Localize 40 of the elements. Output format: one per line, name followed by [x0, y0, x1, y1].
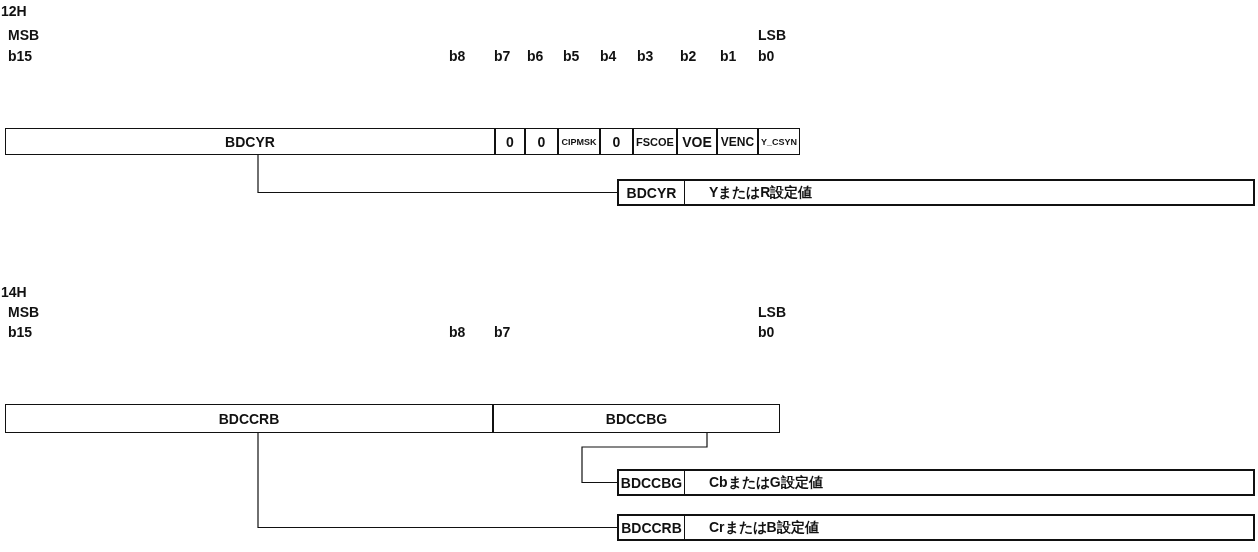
bit-number: b15 — [8, 48, 33, 64]
field-name: BDCCRB — [619, 516, 685, 539]
bit-field-cell: Y_CSYN — [758, 128, 800, 155]
bit-number: b0 — [758, 48, 775, 64]
bit-number: b7 — [494, 324, 511, 340]
bit-number: b3 — [637, 48, 654, 64]
bit-field-cell: VENC — [717, 128, 758, 155]
bit-field-cell: CIPMSK — [558, 128, 600, 155]
bit-field-cell: VOE — [677, 128, 717, 155]
register-address: 12H — [1, 3, 27, 19]
description-text: CrまたはB設定値 — [708, 517, 819, 537]
bit-order-label: MSB — [8, 27, 40, 43]
bit-number: b8 — [449, 48, 466, 64]
description-text: CbまたはG設定値 — [708, 472, 823, 492]
connector-line — [581, 432, 708, 484]
bit-number: b0 — [758, 324, 775, 340]
bit-number: b7 — [494, 48, 511, 64]
bit-field-cell: 0 — [525, 128, 558, 155]
bit-number: b4 — [600, 48, 617, 64]
bit-number: b5 — [563, 48, 580, 64]
register-address: 14H — [1, 284, 27, 300]
field-name: BDCYR — [619, 181, 685, 204]
bit-field-cell: BDCYR — [5, 128, 495, 155]
bit-number: b6 — [527, 48, 544, 64]
bit-order-label: LSB — [758, 27, 786, 43]
description-text: YまたはR設定値 — [708, 182, 813, 202]
connector-line — [257, 432, 618, 529]
bit-field-cell: 0 — [495, 128, 525, 155]
bit-order-label: LSB — [758, 304, 786, 320]
bit-field-cell: BDCCBG — [493, 404, 780, 433]
field-name: BDCCBG — [619, 471, 685, 494]
bit-field-cell: BDCCRB — [5, 404, 493, 433]
bit-order-label: MSB — [8, 304, 40, 320]
bit-number: b15 — [8, 324, 33, 340]
bit-number: b1 — [720, 48, 737, 64]
bit-number: b2 — [680, 48, 697, 64]
bit-field-cell: FSCOE — [633, 128, 677, 155]
bit-field-cell: 0 — [600, 128, 633, 155]
bit-number: b8 — [449, 324, 466, 340]
connector-line — [257, 154, 618, 194]
